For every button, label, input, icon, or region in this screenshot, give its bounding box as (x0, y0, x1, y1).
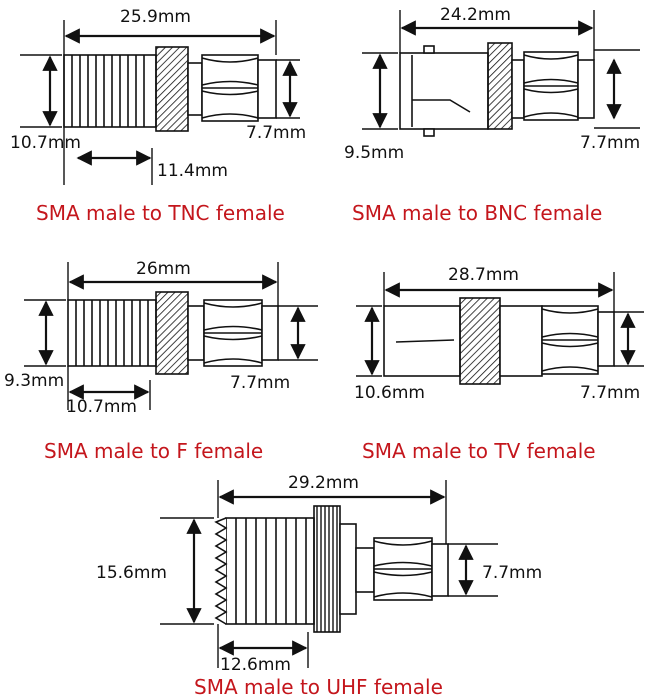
f-caption: SMA male to F female (44, 439, 263, 463)
tv-caption: SMA male to TV female (362, 439, 596, 463)
tnc-diameter-label: 10.7mm (10, 133, 81, 153)
bnc-caption: SMA male to BNC female (352, 201, 602, 225)
tnc-connector-drawing (63, 46, 277, 132)
tnc-sma-diameter-label: 7.7mm (246, 123, 306, 143)
adapter-f: 26mm 9.3mm 7.7mm 10.7mm SMA male to F fe… (4, 259, 318, 463)
uhf-diameter-label: 15.6mm (96, 563, 167, 583)
adapter-uhf: 29.2mm 15.6mm 7.7mm 12.6mm SMA male to U… (96, 473, 542, 699)
adapter-tnc: 25.9mm 10.7mm 7.7mm 11.4mm SMA male to T… (10, 7, 306, 225)
uhf-caption: SMA male to UHF female (194, 675, 443, 699)
tv-sma-diameter-label: 7.7mm (580, 383, 640, 403)
f-thread-lines (75, 300, 149, 366)
adapter-tv: 28.7mm 10.6mm 7.7mm SMA male to TV femal… (354, 265, 644, 463)
bnc-diameter-label: 9.5mm (344, 143, 404, 163)
bnc-connector-drawing (399, 42, 595, 137)
f-diameter-label: 9.3mm (4, 371, 64, 391)
tv-connector-drawing (383, 297, 615, 385)
uhf-thread-lines (235, 518, 307, 624)
tv-diameter-label: 10.6mm (354, 383, 425, 403)
bnc-length-label: 24.2mm (440, 5, 511, 25)
f-sma-diameter-label: 7.7mm (230, 373, 290, 393)
uhf-connector-drawing (214, 505, 449, 633)
f-connector-drawing (67, 291, 279, 375)
tv-length-label: 28.7mm (448, 265, 519, 285)
tnc-length-label: 25.9mm (120, 7, 191, 27)
uhf-sma-diameter-label: 7.7mm (482, 563, 542, 583)
tnc-thread-lines (71, 55, 145, 127)
uhf-length-label: 29.2mm (288, 473, 359, 493)
f-length-label: 26mm (136, 259, 191, 279)
tnc-caption: SMA male to TNC female (36, 201, 285, 225)
tnc-sub-length-label: 11.4mm (157, 161, 228, 181)
uhf-sub-length-label: 12.6mm (220, 655, 291, 675)
adapter-bnc: 24.2mm 9.5mm 7.7mm SMA male to BNC femal… (344, 5, 640, 225)
f-sub-length-label: 10.7mm (66, 397, 137, 417)
bnc-sma-diameter-label: 7.7mm (580, 133, 640, 153)
